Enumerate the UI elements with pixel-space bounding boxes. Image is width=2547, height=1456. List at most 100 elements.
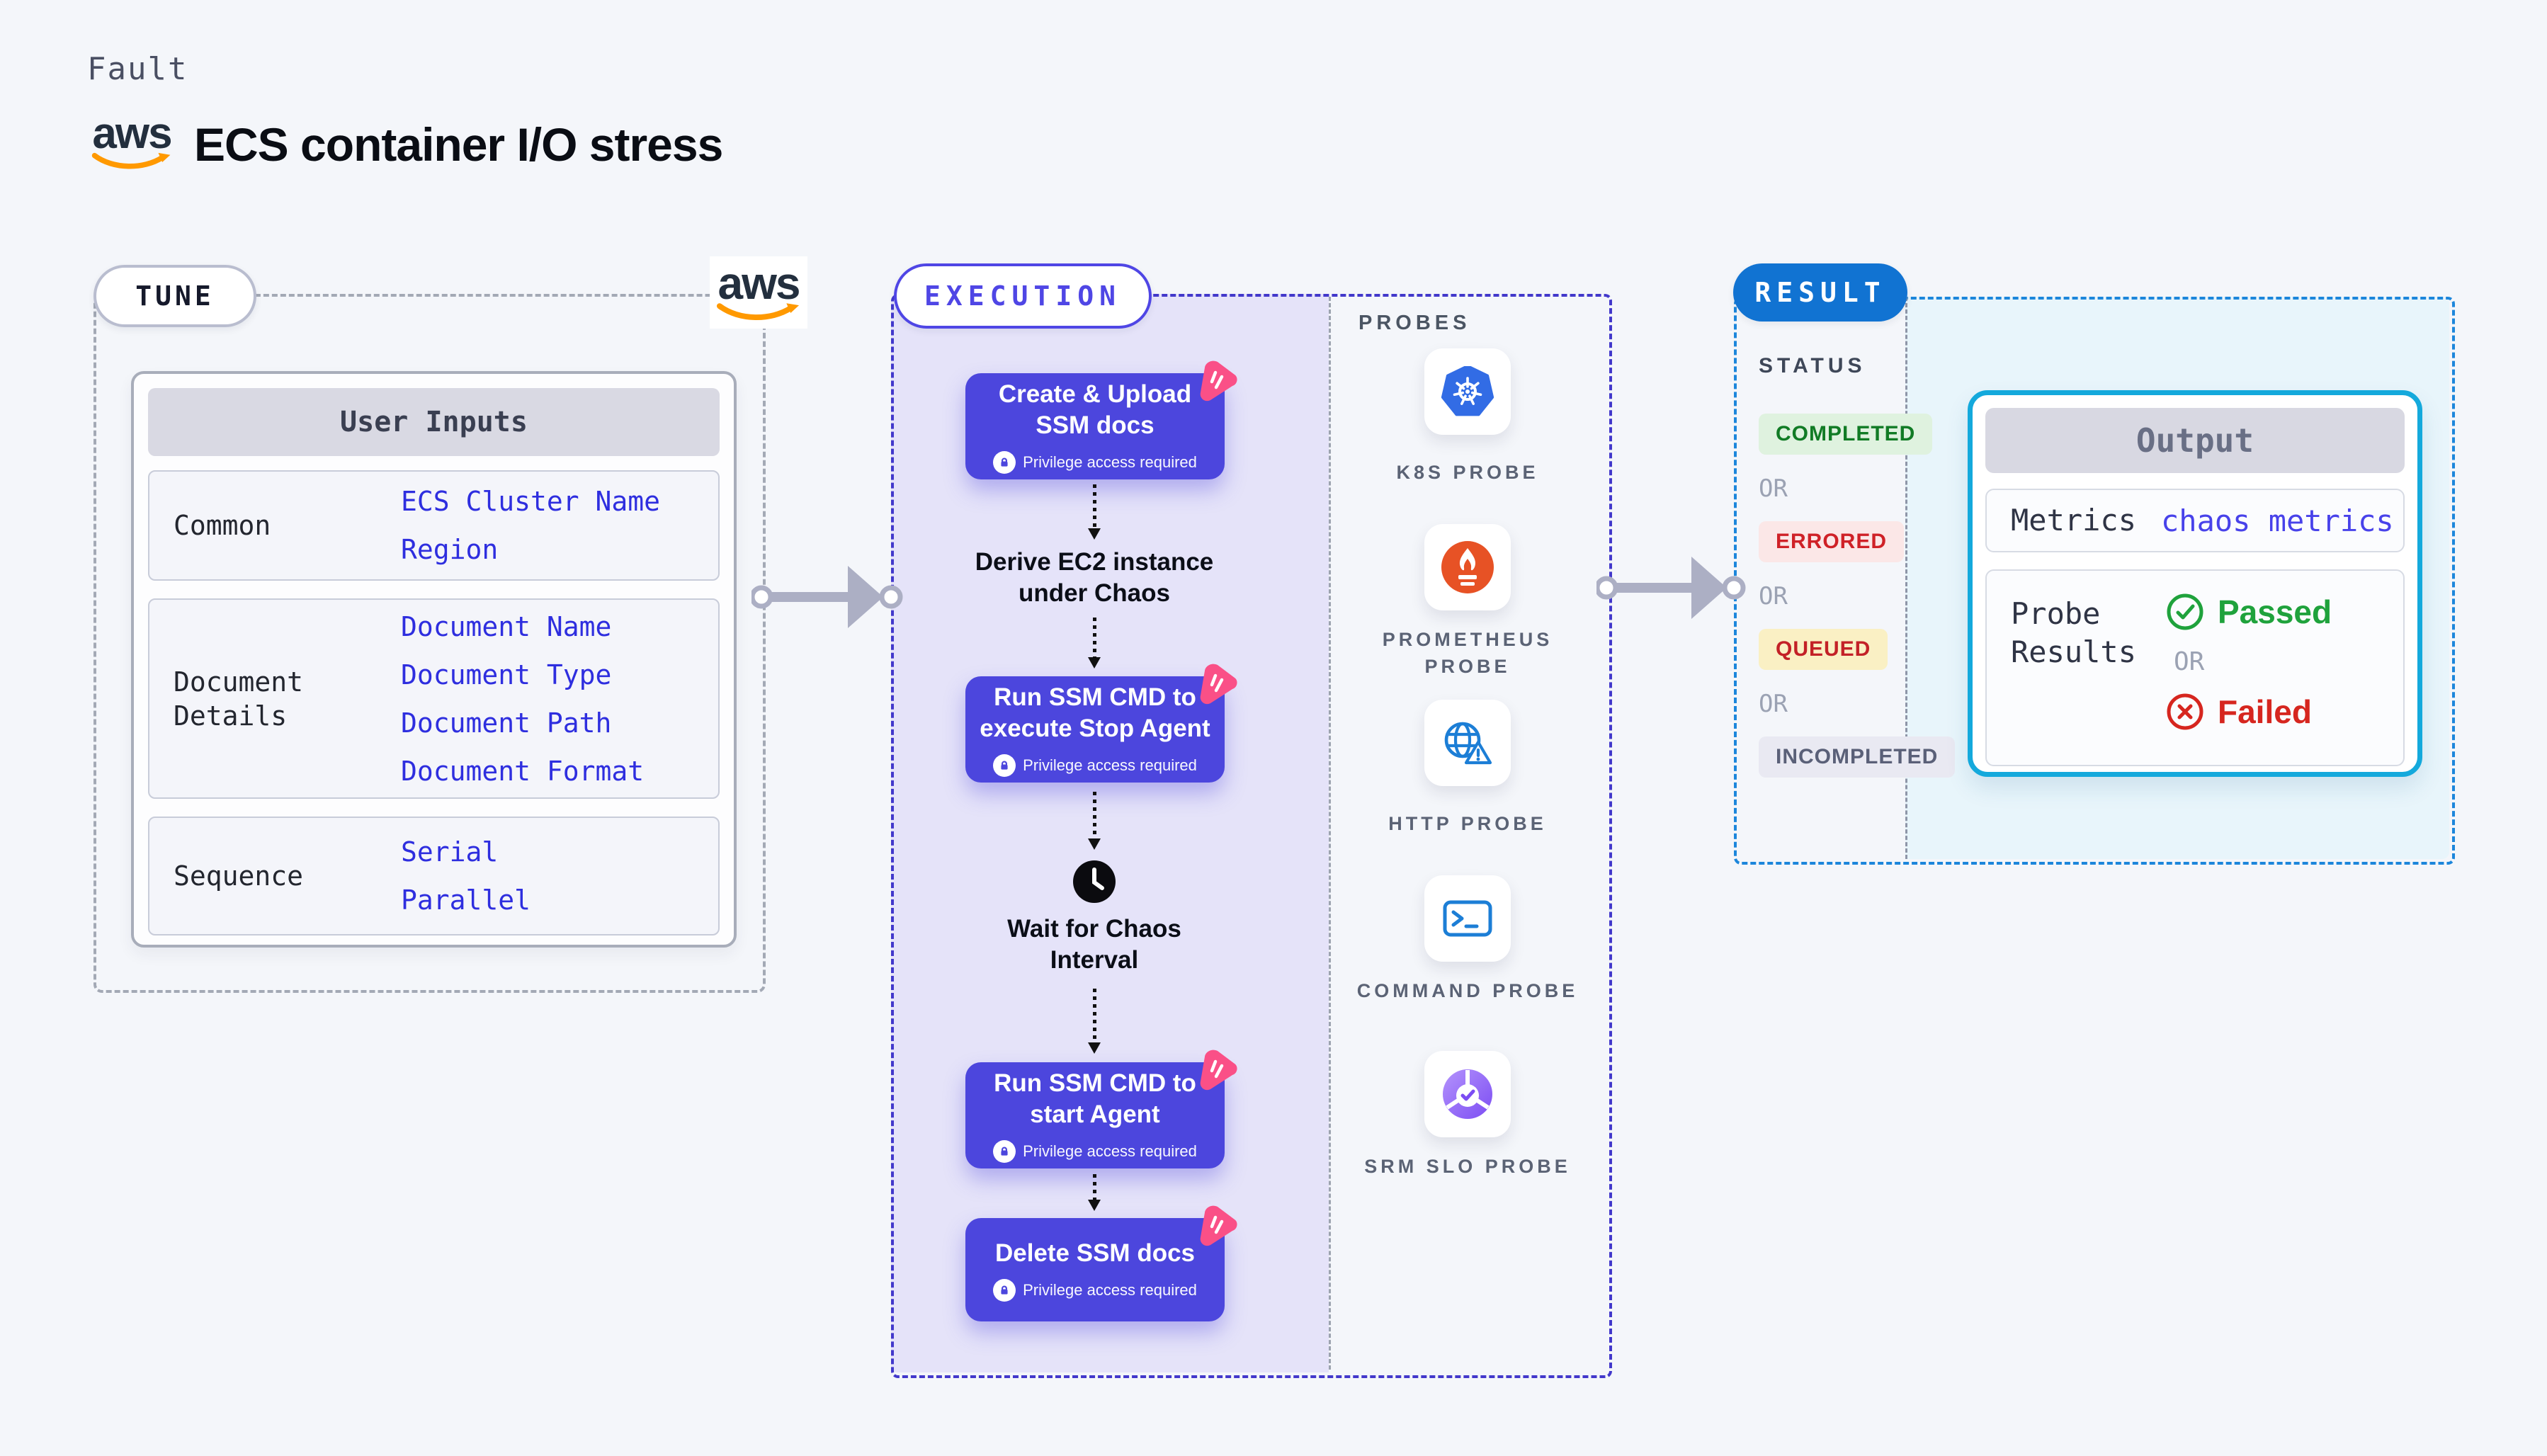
status-badge-completed: COMPLETED (1759, 414, 1933, 455)
passed-label: Passed (2218, 593, 2332, 630)
page-title: ECS container I/O stress (194, 118, 723, 171)
input-value: Document Name (401, 610, 612, 642)
fault-kicker: Fault (87, 51, 188, 87)
lock-icon (993, 1279, 1016, 1302)
aws-logo-text: aws (92, 109, 172, 158)
prometheus-icon (1441, 541, 1494, 593)
chaos-icon (1200, 1205, 1237, 1246)
metrics-value: chaos metrics (2161, 503, 2394, 538)
or-label: OR (2174, 647, 2205, 676)
input-value: ECS Cluster Name (401, 486, 661, 517)
input-value: Parallel (401, 885, 531, 916)
input-group-values: Document Name Document Type Document Pat… (401, 613, 644, 785)
lock-icon (993, 1140, 1016, 1163)
lock-icon (993, 451, 1016, 474)
execution-badge: EXECUTION (894, 263, 1152, 329)
or-label: OR (1759, 582, 1788, 610)
execution-badge-label: EXECUTION (924, 280, 1121, 312)
probe-results-row: Probe Results Passed OR Failed (1985, 569, 2405, 766)
output-header: Output (1985, 408, 2405, 473)
metrics-label: Metrics (2011, 503, 2137, 538)
tune-section-box (93, 294, 766, 993)
aws-logo: aws (91, 112, 173, 173)
step-wait-chaos-interval-text: Wait for Chaos Interval (1007, 915, 1181, 974)
output-card: Output Metrics chaos metrics Probe Resul… (1968, 390, 2422, 777)
probe-label: SRM SLO PROBE (1364, 1156, 1571, 1177)
or-label: OR (1759, 690, 1788, 718)
input-group-sequence: Sequence Serial Parallel (148, 817, 720, 935)
step-run-ssm-stop-agent: Run SSM CMD to execute Stop Agent Privil… (965, 664, 1237, 783)
input-value: Document Type (401, 659, 612, 690)
step-title: Delete SSM docs (994, 1239, 1196, 1267)
flow-connector-icon (1088, 618, 1101, 669)
terminal-icon (1443, 900, 1492, 937)
probe-results-label: Probe Results (2011, 596, 2137, 669)
privilege-label: Privilege access required (1023, 756, 1197, 774)
status-divider (1905, 297, 1907, 859)
input-group-label: Document Details (174, 666, 304, 732)
clock-icon (1072, 859, 1117, 908)
status-badge-incompleted: INCOMPLETED (1759, 736, 1956, 778)
step-create-upload-ssm-docs: Create & Upload SSM docs Privilege acces… (965, 360, 1237, 479)
status-badge-errored: ERRORED (1759, 521, 1905, 562)
probes-divider (1329, 297, 1331, 1370)
flow-connector-icon (1088, 484, 1101, 540)
user-inputs-header: User Inputs (148, 388, 720, 456)
prometheus-probe-tile (1424, 524, 1511, 610)
status-badge-queued: QUEUED (1759, 629, 1888, 670)
privilege-row: Privilege access required (993, 1279, 1197, 1302)
chaos-icon (1200, 1050, 1237, 1091)
chaos-icon (1200, 360, 1237, 402)
result-badge-label: RESULT (1754, 277, 1886, 308)
execution-section-box (891, 294, 1612, 1378)
input-group-document-details: Document Details Document Name Document … (148, 598, 720, 799)
probe-label: K8S PROBE (1396, 462, 1539, 483)
result-badge: RESULT (1733, 263, 1907, 322)
status-column: STATUS COMPLETED OR ERRORED OR QUEUED OR… (1759, 354, 1956, 778)
passed-line: Passed (2165, 592, 2332, 632)
status-header: STATUS (1759, 354, 1866, 377)
probe-label: COMMAND PROBE (1356, 980, 1579, 1001)
command-probe-tile (1424, 875, 1511, 962)
srm-slo-probe-tile (1424, 1051, 1511, 1137)
or-label: OR (1759, 474, 1788, 503)
privilege-label: Privilege access required (1023, 453, 1197, 471)
failed-label: Failed (2218, 693, 2312, 730)
input-group-label: Common (174, 510, 271, 541)
input-value: Document Format (401, 755, 645, 787)
flow-connector-icon (1088, 989, 1101, 1054)
step-title: Run SSM CMD to execute Stop Agent (980, 683, 1210, 742)
arrow-tune-to-execution (751, 566, 903, 628)
step-title: Run SSM CMD to start Agent (994, 1069, 1196, 1128)
probe-results-values: Passed OR Failed (2165, 571, 2332, 765)
aws-swoosh-icon (91, 152, 171, 169)
check-circle-icon (2167, 593, 2203, 630)
failed-line: Failed (2165, 692, 2332, 732)
tune-badge-label: TUNE (135, 280, 215, 312)
input-group-label: Sequence (174, 860, 304, 892)
flow-connector-icon (1088, 792, 1101, 850)
arrow-execution-to-result (1596, 557, 1746, 619)
probes-header: PROBES (1358, 312, 1471, 334)
metrics-row: Metrics chaos metrics (1985, 489, 2405, 552)
input-value: Document Path (401, 707, 612, 739)
slo-check-icon (1443, 1069, 1492, 1119)
step-title: Create & Upload SSM docs (998, 380, 1192, 439)
chaos-icon (1200, 664, 1237, 705)
user-inputs-card: User Inputs Common ECS Cluster Name Regi… (131, 371, 737, 948)
k8s-probe-tile (1424, 348, 1511, 435)
kubernetes-icon (1441, 366, 1494, 416)
step-derive-ec2-text: Derive EC2 instance under Chaos (975, 548, 1214, 607)
privilege-row: Privilege access required (993, 754, 1197, 777)
input-value: Region (401, 534, 499, 565)
aws-logo-tune: aws (710, 256, 807, 329)
x-circle-icon (2167, 693, 2203, 730)
privilege-label: Privilege access required (1023, 1142, 1197, 1160)
privilege-label: Privilege access required (1023, 1281, 1197, 1299)
tune-badge: TUNE (93, 265, 256, 327)
aws-swoosh-icon (717, 303, 800, 320)
probe-label: PROMETHEUS PROBE (1382, 629, 1553, 677)
globe-alert-icon (1444, 722, 1492, 765)
input-group-values: ECS Cluster Name Region (401, 488, 660, 563)
